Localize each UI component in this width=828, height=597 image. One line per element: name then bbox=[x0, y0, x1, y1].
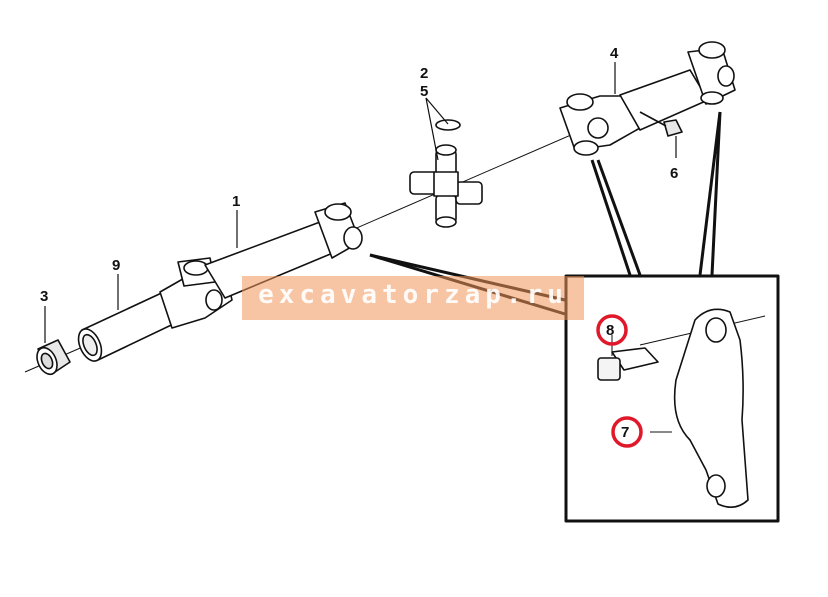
label-part-1: 1 bbox=[232, 193, 240, 210]
highlight-ring-7 bbox=[611, 416, 643, 448]
end-nut-part bbox=[36, 339, 71, 376]
label-part-6: 6 bbox=[670, 165, 678, 182]
label-part-8: 8 bbox=[606, 322, 614, 339]
leader-lines bbox=[44, 62, 677, 343]
main-shaft-part bbox=[159, 202, 363, 329]
watermark-text: excavatorzap.ru bbox=[258, 280, 568, 310]
sleeve-tube-part bbox=[77, 289, 187, 362]
rear-yoke-part bbox=[559, 41, 736, 156]
universal-cross-part bbox=[409, 119, 483, 228]
strap-clamp-part bbox=[611, 308, 749, 508]
grease-nipple-part bbox=[639, 111, 683, 137]
label-part-5: 5 bbox=[420, 83, 428, 100]
detail-box bbox=[564, 274, 780, 523]
label-part-2: 2 bbox=[420, 65, 428, 82]
label-part-9: 9 bbox=[112, 257, 120, 274]
label-part-3: 3 bbox=[40, 288, 48, 305]
label-part-7: 7 bbox=[621, 424, 629, 441]
label-part-4: 4 bbox=[610, 45, 619, 62]
watermark-band bbox=[242, 276, 584, 320]
highlight-ring-8 bbox=[596, 314, 628, 346]
bolt-part bbox=[597, 315, 766, 381]
